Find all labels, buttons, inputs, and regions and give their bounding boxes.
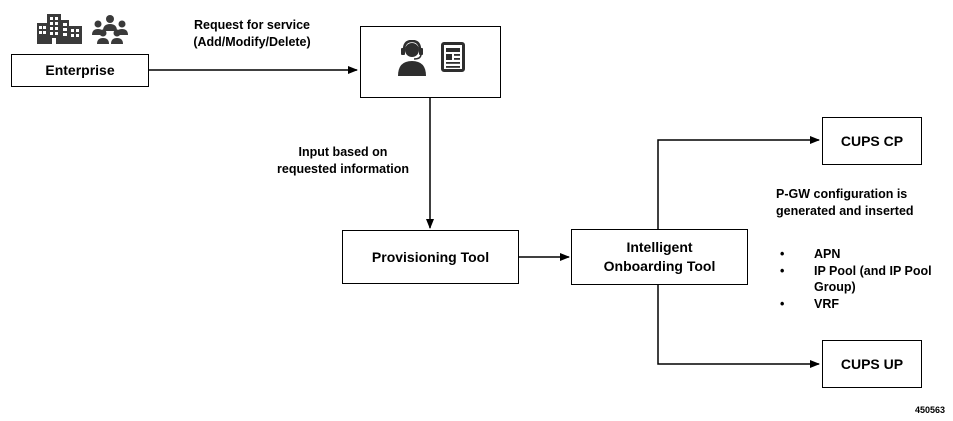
pgw-label-line1: P-GW configuration is <box>776 187 908 201</box>
operator-headset-icon <box>397 40 426 76</box>
intelligent-onboarding-tool-box: Intelligent Onboarding Tool <box>571 229 748 285</box>
cups-up-label: CUPS UP <box>840 355 904 372</box>
figure-id: 450563 <box>915 405 946 415</box>
onboarding-label-line2: Onboarding Tool <box>603 258 716 274</box>
pgw-config-list: APN IP Pool (and IP Pool Group) VRF <box>776 246 948 312</box>
input-label-line1: Input based on <box>298 145 388 159</box>
list-item: IP Pool (and IP Pool <box>776 263 948 280</box>
buildings-icon <box>37 14 82 44</box>
enterprise-label: Enterprise <box>45 62 115 78</box>
list-item-continuation: Group) <box>814 280 856 294</box>
enterprise-box: Enterprise <box>11 54 149 87</box>
request-label-line2: (Add/Modify/Delete) <box>193 35 311 49</box>
people-group-icon <box>92 15 128 44</box>
input-label-line2: requested information <box>277 162 409 176</box>
service-request-box <box>360 26 501 98</box>
pgw-label: P-GW configuration is generated and inse… <box>776 186 948 220</box>
document-icon <box>440 42 465 72</box>
request-label: Request for service (Add/Modify/Delete) <box>166 17 338 51</box>
cups-up-box: CUPS UP <box>822 340 922 388</box>
arrow-onboarding-to-cups-cp <box>657 136 820 229</box>
request-label-line1: Request for service <box>193 18 311 32</box>
pgw-label-line2: generated and inserted <box>776 204 914 218</box>
provisioning-tool-box: Provisioning Tool <box>342 230 519 284</box>
input-label: Input based on requested information <box>262 144 424 178</box>
cups-cp-box: CUPS CP <box>822 117 922 165</box>
list-item: APN <box>776 246 948 263</box>
onboarding-label-line1: Intelligent <box>626 239 693 255</box>
arrow-onboarding-to-cups-up <box>657 285 820 368</box>
cups-cp-label: CUPS CP <box>840 132 904 149</box>
provisioning-tool-label: Provisioning Tool <box>371 248 490 265</box>
list-item: VRF <box>776 296 948 313</box>
